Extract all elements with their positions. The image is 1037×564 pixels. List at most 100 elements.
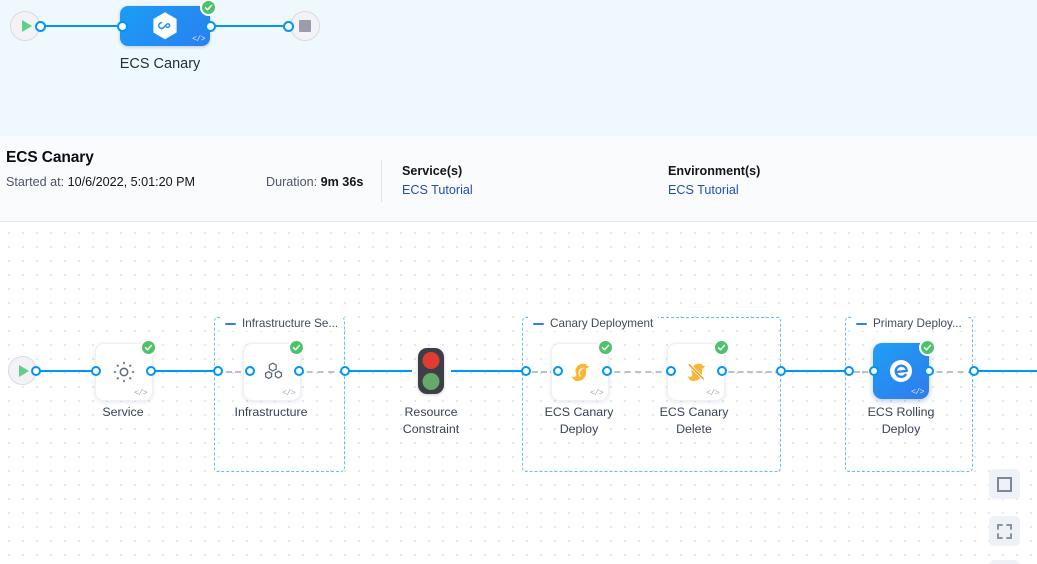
code-badge-icon: </> bbox=[706, 389, 719, 398]
group-infrastructure-out-port bbox=[340, 366, 350, 376]
code-badge-icon: </> bbox=[590, 389, 603, 398]
node-label-ecs-rolling-deploy: ECS Rolling Deploy bbox=[826, 404, 976, 438]
node-service-out-port bbox=[146, 366, 156, 376]
group-label-infrastructure-section[interactable]: Infrastructure Se... bbox=[220, 316, 344, 331]
minimap-stage-label: ECS Canary bbox=[119, 56, 201, 72]
environments-column: Environment(s) ECS Tutorial bbox=[668, 164, 760, 197]
node-label-ecs-canary-deploy: ECS Canary Deploy bbox=[504, 404, 654, 438]
status-badge-success bbox=[288, 339, 305, 356]
group-infrastructure-in-port bbox=[213, 366, 223, 376]
harness-hexagon-icon bbox=[153, 12, 177, 40]
collapse-dash-icon bbox=[856, 322, 867, 325]
node-canary-delete-in-port bbox=[666, 366, 676, 376]
group-canary-out-port bbox=[776, 366, 786, 376]
node-resource-constraint[interactable] bbox=[418, 348, 444, 394]
code-badge-icon: </> bbox=[282, 389, 295, 398]
status-badge-success bbox=[713, 339, 730, 356]
edge-dashed-into-rolling-deploy bbox=[846, 371, 876, 373]
started-at-label: Started at: bbox=[6, 175, 65, 189]
started-at-value: 10/6/2022, 5:01:20 PM bbox=[67, 175, 196, 189]
group-label-canary-deployment[interactable]: Canary Deployment bbox=[528, 316, 659, 331]
canvas-start-port bbox=[31, 366, 41, 376]
collapse-dash-icon bbox=[225, 322, 236, 325]
edge-dashed-into-infrastructure bbox=[217, 371, 250, 373]
node-label-infrastructure: Infrastructure bbox=[234, 405, 308, 419]
edge-start-to-service bbox=[33, 370, 103, 372]
group-label-primary-deployment[interactable]: Primary Deploy... bbox=[851, 316, 967, 331]
status-badge-success bbox=[919, 339, 936, 356]
code-badge-icon: </> bbox=[192, 35, 205, 44]
services-header: Service(s) bbox=[402, 164, 463, 178]
node-label-line2: Deploy bbox=[881, 422, 921, 436]
hexagons-icon bbox=[259, 359, 285, 385]
canary-bird-icon bbox=[567, 359, 594, 386]
status-badge-success bbox=[597, 339, 614, 356]
node-label-line2: Delete bbox=[676, 422, 712, 436]
edge-service-to-infra-group bbox=[148, 370, 218, 372]
minimap-start-port bbox=[35, 21, 46, 32]
minimap-stage-out-port bbox=[205, 21, 216, 32]
node-rolling-deploy-in-port bbox=[869, 366, 879, 376]
node-infrastructure-in-port bbox=[245, 366, 255, 376]
duration-value: 9m 36s bbox=[320, 175, 364, 189]
node-canary-deploy-in-port bbox=[553, 366, 563, 376]
edge-to-resource-constraint bbox=[344, 370, 412, 372]
fit-to-screen-icon bbox=[997, 523, 1012, 539]
node-label-line2: Deploy bbox=[559, 422, 599, 436]
page-title: ECS Canary bbox=[6, 149, 94, 166]
node-label-line2: Constraint bbox=[402, 422, 460, 436]
edge-resource-constraint-to-canary-group bbox=[451, 370, 525, 372]
node-label-ecs-canary-delete: ECS Canary Delete bbox=[619, 404, 769, 438]
minimap-edge-start bbox=[40, 25, 122, 27]
stage-execution-canvas[interactable]: Infrastructure Se... Canary Deployment P… bbox=[0, 222, 1037, 564]
minimap-end-port bbox=[283, 21, 294, 32]
node-label-resource-constraint: Resource Constraint bbox=[356, 404, 506, 438]
environment-link-ecs-tutorial[interactable]: ECS Tutorial bbox=[668, 183, 739, 197]
node-canary-delete-out-port bbox=[717, 366, 727, 376]
edge-canary-group-to-primary-group bbox=[780, 370, 850, 372]
duration-label: Duration: bbox=[266, 175, 318, 189]
collapse-dash-icon bbox=[533, 322, 544, 325]
services-column: Service(s) ECS Tutorial bbox=[402, 164, 473, 197]
environments-header: Environment(s) bbox=[668, 164, 761, 178]
zoom-controls[interactable]: + – bbox=[989, 560, 1020, 564]
edge-dashed-into-canary-deploy bbox=[523, 371, 556, 373]
node-label-service: Service bbox=[102, 405, 144, 419]
pipeline-minimap-bar: </> ECS Canary bbox=[0, 0, 1037, 137]
minimap-stage-node-ecs-canary[interactable]: </> bbox=[120, 6, 210, 46]
status-badge-success bbox=[140, 339, 157, 356]
node-service-in-port bbox=[91, 366, 101, 376]
group-label-text: Canary Deployment bbox=[550, 317, 654, 330]
summary-divider bbox=[381, 160, 382, 202]
minimap-stage-in-port bbox=[117, 21, 128, 32]
node-rolling-deploy-out-port bbox=[924, 366, 934, 376]
group-primary-out-port bbox=[969, 366, 979, 376]
service-link-ecs-tutorial[interactable]: ECS Tutorial bbox=[402, 183, 473, 197]
minimap-edge-end bbox=[210, 25, 288, 27]
node-infrastructure-out-port bbox=[294, 366, 304, 376]
play-icon bbox=[19, 364, 29, 377]
traffic-light-green-lamp bbox=[422, 373, 440, 390]
node-label-line1: ECS Canary bbox=[544, 405, 614, 419]
fit-to-screen-button[interactable] bbox=[989, 516, 1020, 546]
fullscreen-icon bbox=[997, 476, 1012, 492]
ecs-icon bbox=[887, 357, 915, 385]
duration-text: Duration: 9m 36s bbox=[266, 175, 363, 189]
gear-icon bbox=[111, 359, 137, 385]
edge-dashed-out-rolling-deploy bbox=[926, 371, 974, 373]
edge-dashed-out-canary-delete bbox=[719, 371, 781, 373]
minimap-stage-graph: </> ECS Canary bbox=[0, 0, 1037, 136]
node-label-line1: Resource bbox=[404, 405, 458, 419]
group-label-text: Primary Deploy... bbox=[873, 317, 962, 330]
code-badge-icon: </> bbox=[134, 389, 147, 398]
started-at-text: Started at: 10/6/2022, 5:01:20 PM bbox=[6, 175, 195, 189]
traffic-light-red-lamp bbox=[422, 352, 440, 369]
fullscreen-button[interactable] bbox=[989, 469, 1020, 499]
edge-dashed-canary-deploy-to-delete bbox=[604, 371, 672, 373]
code-badge-icon: </> bbox=[911, 388, 924, 397]
minimap-end-node[interactable] bbox=[290, 11, 320, 41]
node-canary-deploy-out-port bbox=[602, 366, 612, 376]
edge-dashed-out-infrastructure bbox=[296, 371, 345, 373]
group-canary-in-port bbox=[521, 366, 531, 376]
